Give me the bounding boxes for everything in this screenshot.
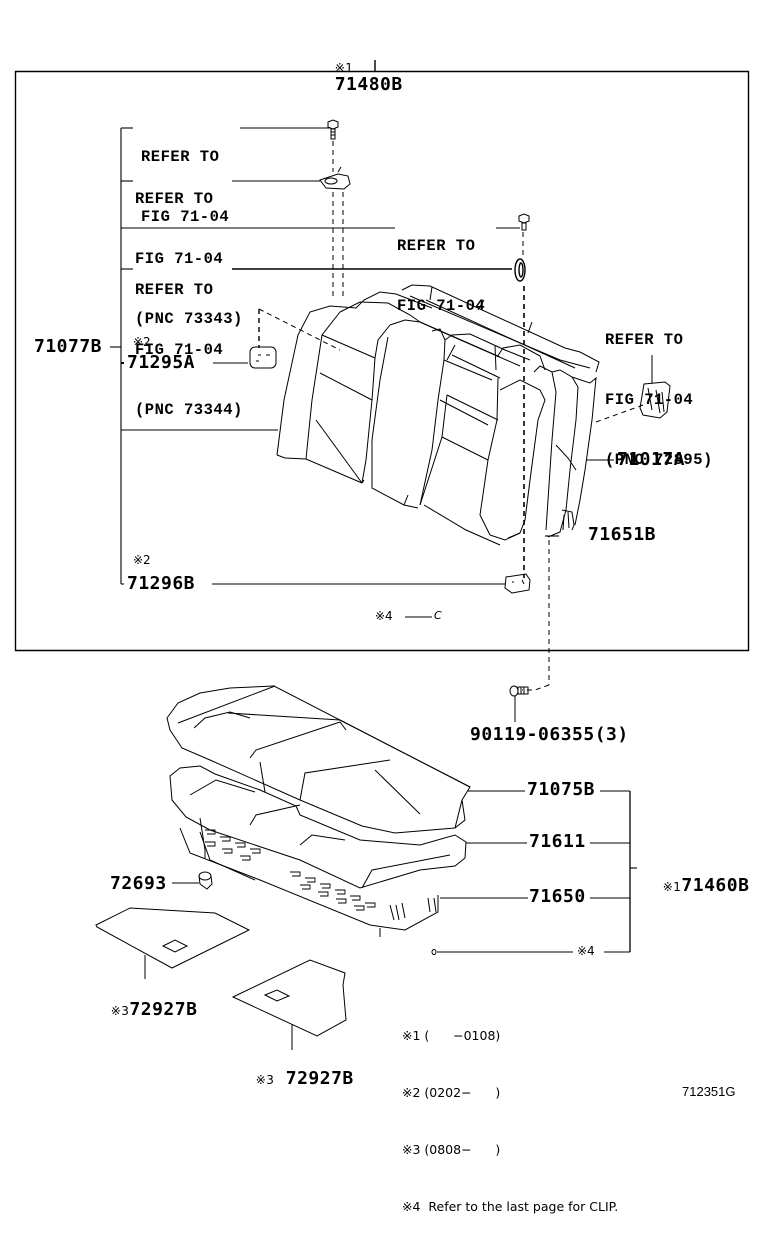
part-number-71077b[interactable]: 71077B xyxy=(34,336,103,357)
callout-refer-bolt-right[interactable]: REFER TO FIG 71-04 xyxy=(397,237,486,315)
ring-clip-icon xyxy=(515,259,525,281)
seatback-assembly-drawing xyxy=(277,285,599,545)
bolt-90119-icon xyxy=(510,686,528,722)
part-number-71480b[interactable]: 71480B xyxy=(334,74,403,95)
clip-note-marker: ※4 xyxy=(375,609,393,623)
marker-1: ※1 xyxy=(334,61,354,75)
cover-71296b-icon xyxy=(505,574,530,593)
figure-number: 712351G xyxy=(682,1084,736,1099)
lower-clip-marker: ※4 xyxy=(577,944,595,958)
part-number-72927b-2[interactable]: 72927B xyxy=(285,1068,354,1089)
cover-71295a-icon xyxy=(250,347,276,368)
seatback-bracket-lines xyxy=(110,128,520,584)
callout-refer-ring-73344[interactable]: REFER TO FIG 71-04 (PNC 73344) xyxy=(135,281,243,419)
floor-mat-1-icon xyxy=(96,908,249,979)
marker-2-upper: ※2 xyxy=(133,335,151,349)
bolt-icon xyxy=(328,120,338,139)
marker-2-lower: ※2 xyxy=(133,553,151,567)
upper-assembly-label[interactable]: ※1 71480B xyxy=(312,40,403,94)
part-number-71017a[interactable]: 71017A xyxy=(617,449,686,470)
footnote-2: ※2 (0202− ) xyxy=(402,1085,501,1100)
lower-assembly-label[interactable]: ※171460B xyxy=(640,859,749,895)
part-number-71295a[interactable]: 71295A xyxy=(127,352,196,373)
cushion-leader-lines xyxy=(437,791,637,952)
right-leader-lines xyxy=(405,460,614,617)
part-number-71460b[interactable]: 71460B xyxy=(681,875,750,896)
parts-diagram-drawing xyxy=(0,0,760,1112)
footnote-3: ※3 (0808− ) xyxy=(402,1142,501,1157)
seat-cushion-drawing xyxy=(167,686,470,955)
mat-2-label[interactable]: ※3 72927B xyxy=(255,1068,354,1089)
part-number-71650[interactable]: 71650 xyxy=(529,886,586,907)
part-number-90119-06355[interactable]: 90119-06355(3) xyxy=(470,724,629,745)
part-number-71075b[interactable]: 71075B xyxy=(527,779,596,800)
callout-refer-hinge-73343[interactable]: REFER TO FIG 71-04 (PNC 73343) xyxy=(135,190,243,328)
footnote-1: ※1 ( −0108) xyxy=(402,1028,501,1043)
upper-assembly-box xyxy=(16,60,749,651)
dashed-guide-lines xyxy=(259,141,643,690)
part-number-71651b[interactable]: 71651B xyxy=(588,524,657,545)
part-number-72927b-1[interactable]: 72927B xyxy=(129,999,198,1020)
footnote-4: ※4 Refer to the last page for CLIP. xyxy=(402,1199,619,1214)
hinge-bracket-icon xyxy=(320,167,350,189)
mat-1-label[interactable]: ※372927B xyxy=(110,999,198,1020)
floor-mat-2-icon xyxy=(233,960,346,1050)
clip-72693-icon xyxy=(172,872,212,889)
callout-refer-bolt-top[interactable]: REFER TO FIG 71-04 xyxy=(141,148,230,226)
seat-lock-icon xyxy=(640,355,670,418)
callout-refer-lock-72895[interactable]: REFER TO FIG 71-04 (PNC 72895) xyxy=(605,331,713,469)
part-number-72693[interactable]: 72693 xyxy=(110,873,167,894)
marker-1-lower: ※1 xyxy=(662,880,682,894)
part-number-71296b[interactable]: 71296B xyxy=(127,573,196,594)
right-bolt-icon xyxy=(519,214,529,230)
part-number-71611[interactable]: 71611 xyxy=(529,831,586,852)
frame-slot-pattern xyxy=(205,830,375,910)
clip-symbol[interactable]: C xyxy=(434,609,442,622)
